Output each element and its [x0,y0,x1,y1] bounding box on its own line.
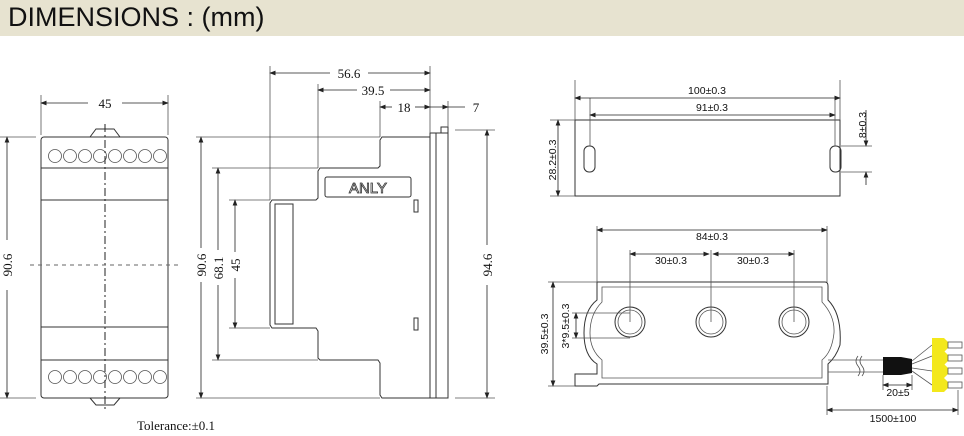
side-height-mid-label: 68.1 [211,257,226,280]
terminal-pin [947,341,963,349]
ct-length-label: 100±0.3 [688,85,726,97]
ct-pitch2-label: 30±0.3 [737,255,769,267]
cable-length-label: 1500±100 [870,413,917,425]
ct-front-view: 84±0.3 30±0.3 30±0.3 39.5±0.3 3*9.5±0.3 … [539,226,963,425]
ct-height-label2: 39.5±0.3 [539,313,551,354]
terminal-screw-icon [123,370,137,384]
terminal-screw-icon [78,149,92,163]
ct-pitch1-label: 30±0.3 [655,255,687,267]
side-height-inner-label: 45 [228,259,243,272]
terminal-screw-icon [153,149,167,163]
terminal-screw-icon [108,370,122,384]
depth-total-label: 56.6 [338,66,361,81]
side-height-label: 90.6 [194,253,209,276]
side-height-total-label: 94.6 [480,253,495,276]
terminal-screw-icon [153,370,167,384]
terminal-screw-icon [123,149,137,163]
depth-mid-label: 39.5 [362,83,385,98]
terminal-pin [947,367,963,375]
depth-step-label: 18 [398,100,411,115]
cable-terminal-icon [932,351,948,365]
front-height-label: 90.6 [0,253,15,276]
ct-width-label: 84±0.3 [696,231,728,243]
terminal-screw-icon [48,149,62,163]
brand-label: ANLY [349,180,387,197]
terminal-screw-icon [63,370,77,384]
ct-top-view: 100±0.3 91±0.3 28.2±0.3 8±0.3 [547,80,872,197]
terminal-screw-icon [138,370,152,384]
terminal-screw-icon [78,370,92,384]
ct-slot-pitch-label: 91±0.3 [696,102,728,114]
front-width-label: 45 [99,96,112,111]
plate-label: 7 [473,100,480,115]
ct-height-label: 28.2±0.3 [547,139,559,180]
front-view: 45 90.6 [0,95,180,410]
terminal-screw-icon [108,149,122,163]
terminal-pin [947,354,963,362]
sleeve-label: 20±5 [886,387,909,399]
ct-hole-label: 3*9.5±0.3 [560,303,572,348]
terminal-pin [947,381,963,389]
cable-terminal-icon [932,364,948,378]
ct-slot-label: 8±0.3 [857,112,869,138]
side-view: ANLY 56.6 39.5 18 7 90.6 68.1 45 94.6 [194,66,495,399]
header-band: DIMENSIONS : (mm) [0,0,964,36]
cable-terminal-icon [932,338,948,352]
cable-terminal-icon [932,378,948,392]
tolerance-note: Tolerance:±0.1 [137,418,216,433]
terminal-screw-icon [93,149,107,163]
terminal-screw-icon [48,370,62,384]
terminal-screw-icon [93,370,107,384]
terminal-screw-icon [138,149,152,163]
terminal-screw-icon [63,149,77,163]
page-title: DIMENSIONS : (mm) [8,2,265,32]
